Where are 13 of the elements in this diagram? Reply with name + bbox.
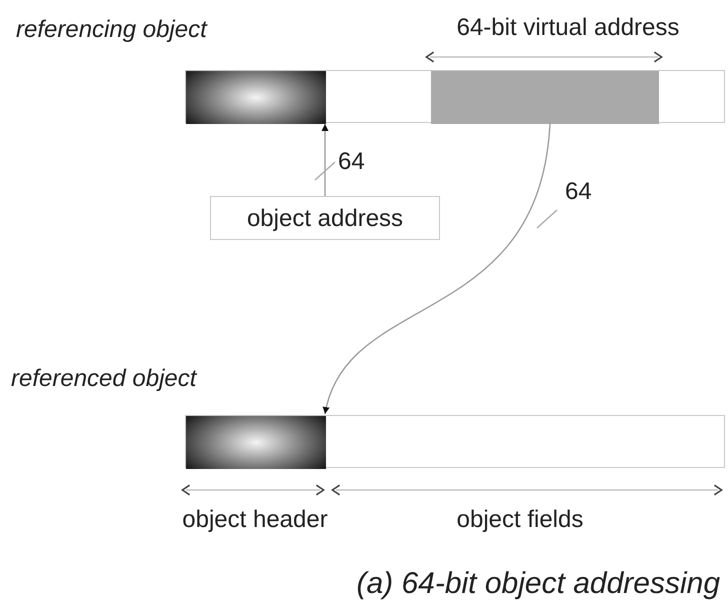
- object-title: referencing object: [16, 16, 207, 44]
- dimension-label: 64-bit virtual address: [456, 14, 680, 42]
- box-label: object address: [246, 205, 404, 233]
- address-field: [431, 71, 659, 124]
- header-block: [186, 71, 326, 124]
- arrow: [324, 122, 551, 414]
- process-box: [210, 196, 440, 240]
- dimension-label: object header: [181, 506, 329, 534]
- object-title: referenced object: [11, 365, 196, 393]
- figure-caption: (a) 64-bit object addressing: [356, 566, 720, 602]
- dimension-label: object fields: [456, 506, 584, 534]
- header-block: [186, 416, 326, 469]
- arrow: [322, 124, 328, 196]
